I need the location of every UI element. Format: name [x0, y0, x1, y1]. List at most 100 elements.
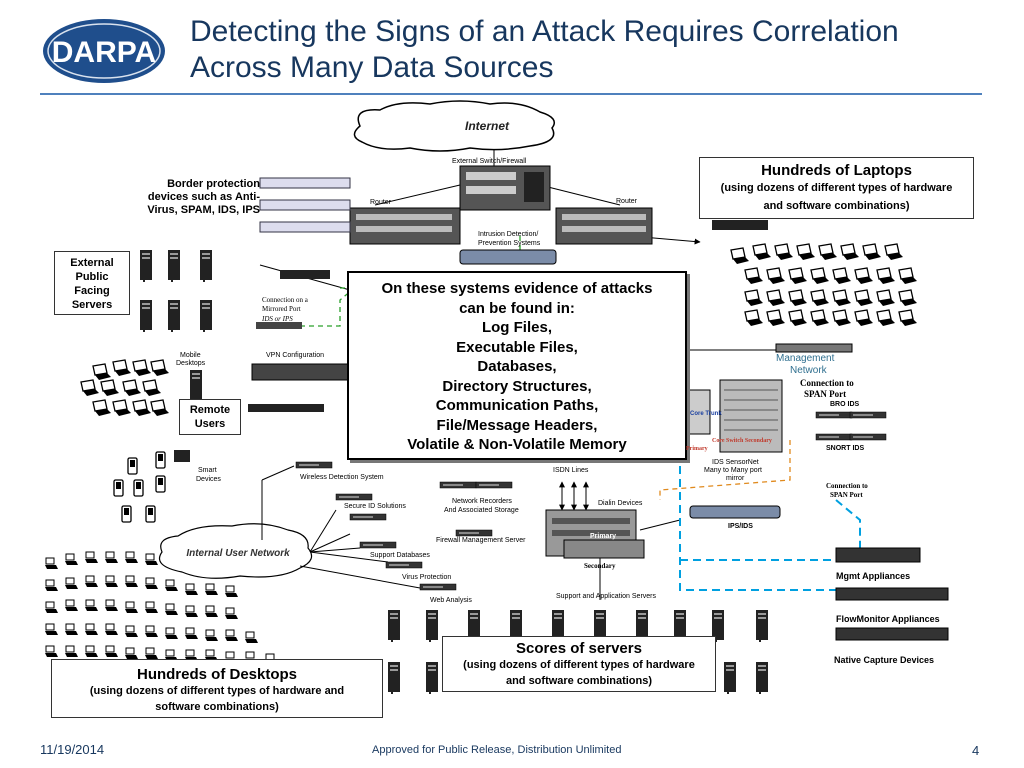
primary-small-label: Primary: [686, 446, 708, 452]
evidence-line: Log Files,: [481, 319, 552, 336]
border-protection-label: Border protection devices such as Anti- …: [140, 178, 260, 217]
bro-ids-label: BRO IDS: [830, 401, 860, 408]
evidence-line: can be found in:: [459, 299, 575, 317]
internet-label: Internet: [465, 119, 510, 133]
internal-network-label: Internal User Network: [186, 548, 290, 559]
evidence-line: Executable Files,: [456, 338, 578, 356]
span2-label-1: Connection to: [826, 482, 868, 490]
border-line: Border protection: [167, 178, 260, 190]
mgmt-net-device: [775, 343, 853, 353]
desktops-sub2: software combinations): [155, 701, 279, 713]
router-left: [349, 207, 461, 245]
page-number: 4: [972, 743, 980, 758]
page-title: Detecting the Signs of an Attack Require…: [190, 14, 990, 86]
span2-label-2: SPAN Port: [830, 491, 863, 499]
remote-line: Users: [194, 418, 226, 430]
snort-ids-label: SNORT IDS: [826, 445, 865, 452]
span-links: [679, 440, 861, 591]
router-right-label: Router: [616, 198, 638, 205]
smart-devices: [113, 451, 166, 523]
ipsids-device: [689, 505, 781, 519]
desktops-sub1: (using dozens of different types of hard…: [89, 685, 345, 697]
span1-label-2: SPAN Port: [804, 389, 847, 399]
servers-sub2: and software combinations): [505, 675, 653, 687]
core-trunk-label: Core Trunk: [690, 411, 722, 417]
evidence-line: Communication Paths,: [435, 397, 599, 414]
internal-network-cloud: [158, 523, 313, 579]
title-line-2: Across Many Data Sources: [190, 51, 554, 84]
router-right: [555, 207, 653, 245]
mobile-server: [190, 370, 202, 402]
wireless-label: Wireless Detection System: [300, 474, 384, 481]
laptops-title: Hundreds of Laptops: [761, 162, 912, 179]
title-divider: [40, 93, 982, 95]
external-line: Facing: [74, 285, 110, 297]
mirror-devices: [256, 270, 330, 329]
bro-ids-racks: [815, 411, 887, 441]
dialin-label: Dialin Devices: [598, 500, 643, 507]
secure-id-label: Secure ID Solutions: [344, 503, 406, 510]
evidence-line: Databases,: [477, 358, 557, 375]
evidence-box: On these systems evidence of attacks can…: [347, 271, 687, 460]
servers-title: Scores of servers: [516, 640, 642, 657]
sensornet-label-1: IDS SensorNet: [712, 459, 759, 466]
remote-users-box: Remote Users: [179, 399, 241, 435]
border-line: Virus, SPAM, IDS, IPS: [147, 204, 260, 216]
support-db-label: Support Databases: [370, 552, 430, 559]
sensornet-link: [659, 440, 791, 500]
title-line-1: Detecting the Signs of an Attack Require…: [190, 15, 899, 48]
span1-label-1: Connection to: [800, 378, 854, 388]
servers-box: Scores of servers (using dozens of diffe…: [442, 636, 716, 692]
support-app-label: Support and Application Servers: [556, 593, 657, 600]
border-line: devices such as Anti-: [147, 191, 260, 203]
desktops-box: Hundreds of Desktops (using dozens of di…: [51, 659, 383, 718]
external-servers: [140, 250, 212, 332]
smart-server: [174, 450, 190, 462]
laptops-sub1: (using dozens of different types of hard…: [720, 182, 953, 194]
laptops-box: Hundreds of Laptops (using dozens of dif…: [699, 157, 974, 219]
mirror-label-2: Mirrored Port: [262, 305, 301, 313]
sensornet-label-2: Many to Many port: [704, 467, 762, 474]
logo-text: DARPA: [52, 36, 156, 69]
dialin-cluster: [545, 509, 645, 559]
external-switch-firewall: [459, 165, 551, 211]
smart-label-2: Devices: [196, 476, 221, 483]
smart-label-1: Smart: [198, 467, 217, 474]
vpn-device: [248, 363, 349, 412]
core-switch-label: Core Switch Secondary: [712, 438, 772, 444]
ids-ips-device: [459, 249, 557, 265]
mobile-label-1: Mobile: [180, 352, 201, 359]
servers-sub1: (using dozens of different types of hard…: [463, 659, 695, 671]
appliance-racks: [835, 547, 949, 641]
internet-cloud: [353, 100, 555, 152]
laptop-switch: [712, 220, 768, 230]
router-left-label: Router: [370, 199, 392, 206]
darpa-logo: DARPA: [43, 19, 165, 83]
core-switch: [687, 379, 783, 453]
web-label: Web Analysis: [430, 597, 472, 604]
ids-ips-label-2: Prevention Systems: [478, 240, 541, 247]
ids-ips-label-1: Intrusion Detection/: [478, 231, 539, 238]
footer-release-notice: Approved for Public Release, Distributio…: [372, 744, 622, 756]
ipsids-label: IPS/IDS: [728, 523, 753, 530]
ext-switch-label: External Switch/Firewall: [452, 158, 527, 165]
firewall-mgmt-label: Firewall Management Server: [436, 537, 526, 544]
primary-label: Primary: [590, 533, 617, 540]
laptop-grid: [730, 243, 918, 327]
evidence-line: Volatile & Non-Volatile Memory: [407, 436, 627, 453]
evidence-line: File/Message Headers,: [436, 416, 598, 434]
external-line: Servers: [71, 299, 113, 311]
sensornet-label-3: mirror: [726, 475, 745, 482]
flowmonitor-label: FlowMonitor Appliances: [836, 614, 940, 624]
mobile-desktops: [80, 359, 170, 417]
isdn-label: ISDN Lines: [553, 467, 589, 474]
vpn-label: VPN Configuration: [266, 352, 324, 359]
secondary-label: Secondary: [584, 562, 616, 570]
footer-date: 11/19/2014: [40, 742, 105, 757]
laptops-sub2: and software combinations): [763, 200, 910, 212]
mirror-label-1: Connection on a: [262, 296, 308, 304]
mobile-label-2: Desktops: [176, 360, 206, 367]
evidence-line: On these systems evidence of attacks: [381, 280, 653, 297]
native-capture-label: Native Capture Devices: [834, 655, 935, 665]
mgmt-appliances-label: Mgmt Appliances: [836, 571, 911, 581]
